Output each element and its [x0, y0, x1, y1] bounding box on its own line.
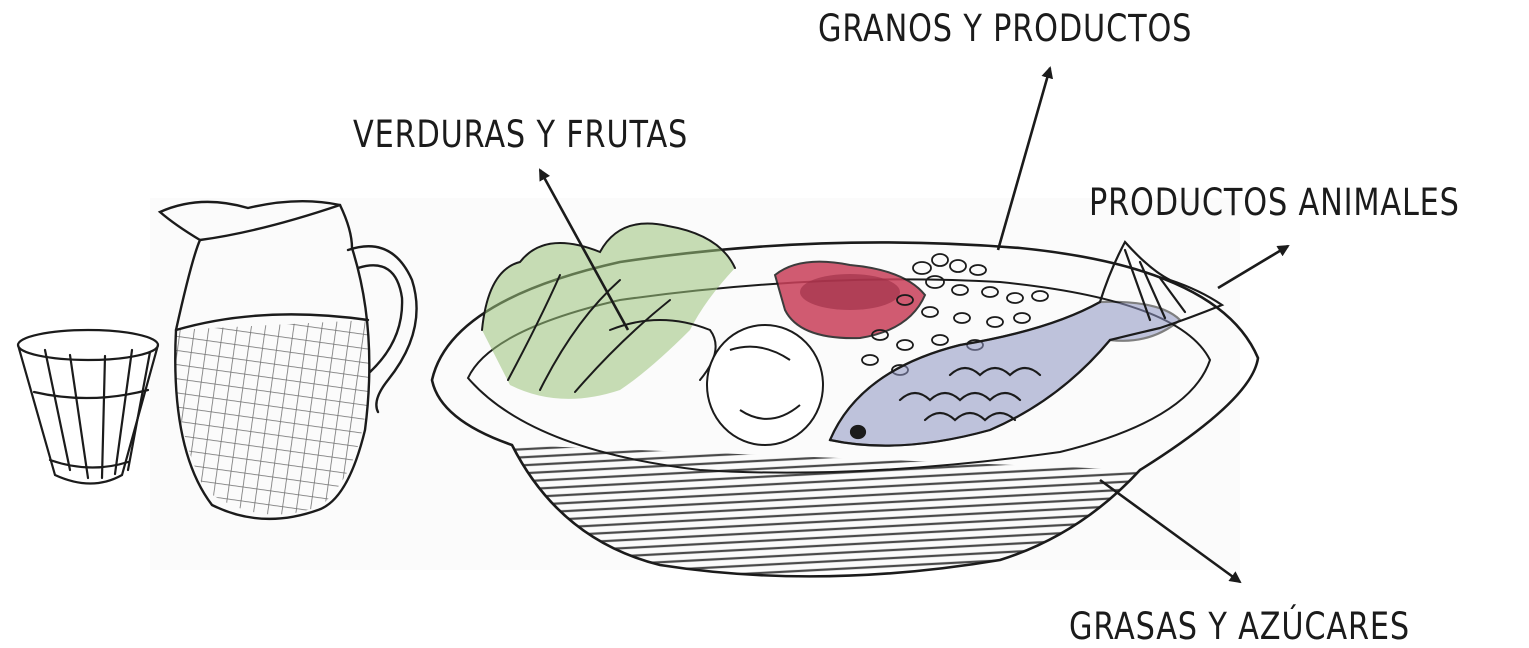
- arrow-granos: [996, 66, 1054, 251]
- lettuce-drawing: [481, 222, 736, 399]
- onion-drawing: [706, 324, 824, 446]
- label-grasas-y-azucares: GRASAS Y AZÚCARES: [1069, 605, 1410, 648]
- tomato-drawing: [773, 260, 927, 340]
- glass-drawing: [16, 328, 160, 485]
- label-productos-animales: PRODUCTOS ANIMALES: [1089, 181, 1460, 224]
- label-verduras-y-frutas: VERDURAS Y FRUTAS: [353, 113, 689, 156]
- arrow-verduras: [538, 168, 630, 331]
- fish-drawing: [828, 240, 1225, 447]
- pitcher-drawing: [157, 199, 418, 521]
- label-granos-y-productos: GRANOS Y PRODUCTOS: [818, 7, 1193, 50]
- arrow-grasas: [1099, 478, 1242, 584]
- arrow-animales: [1217, 244, 1290, 290]
